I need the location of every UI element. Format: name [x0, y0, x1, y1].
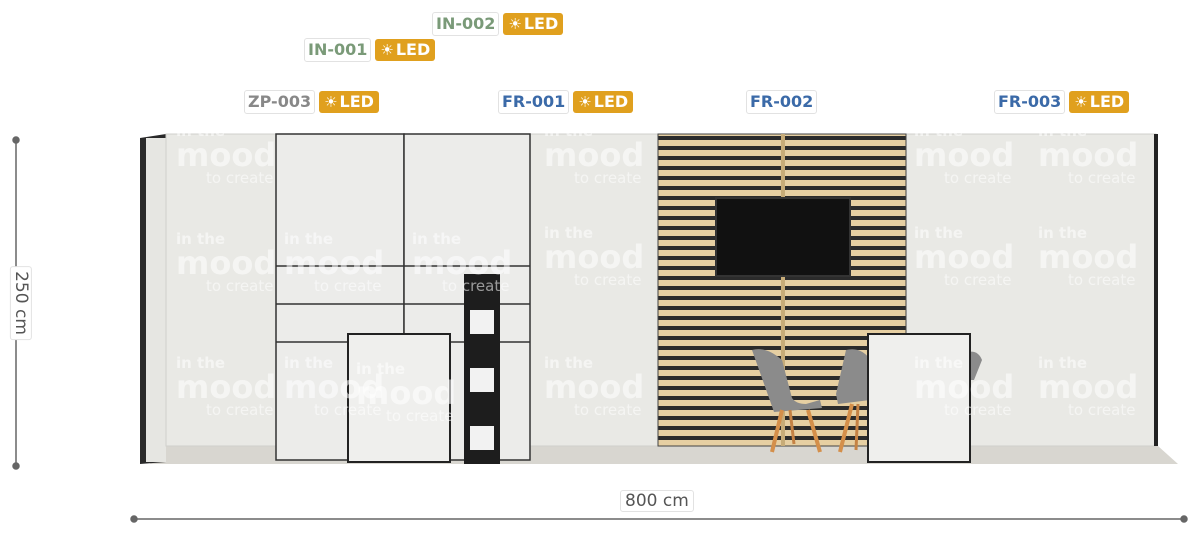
width-dimension-line [130, 515, 1188, 523]
right-edge [1154, 134, 1158, 446]
led-badge: ☀LED [375, 39, 436, 61]
sun-icon: ☀ [578, 93, 592, 111]
sun-icon: ☀ [380, 41, 394, 59]
tag-code: FR-003 [994, 90, 1066, 114]
led-badge: ☀LED [503, 13, 564, 35]
led-badge: ☀LED [319, 91, 379, 113]
counter-left [347, 333, 451, 463]
sun-icon: ☀ [1074, 93, 1088, 111]
chair [752, 349, 822, 453]
led-label: LED [523, 14, 559, 33]
brochure-rack [464, 274, 500, 464]
led-label: LED [339, 92, 374, 111]
sun-icon: ☀ [508, 15, 522, 33]
tag-code: IN-002 [432, 12, 500, 36]
led-label: LED [395, 40, 431, 59]
tag-fr-002: FR-002 [746, 90, 818, 114]
led-label: LED [1089, 92, 1125, 111]
tag-in-002: IN-002 ☀LED [432, 12, 564, 36]
tag-zp-003: ZP-003 ☀LED [244, 90, 379, 114]
width-label: 800 cm [620, 490, 694, 512]
tag-in-001: IN-001 ☀LED [304, 38, 436, 62]
led-label: LED [593, 92, 629, 111]
led-badge: ☀LED [573, 91, 634, 113]
led-badge: ☀LED [1069, 91, 1130, 113]
tag-code: IN-001 [304, 38, 372, 62]
sun-icon: ☀ [324, 93, 338, 111]
tag-code: FR-002 [746, 90, 818, 114]
counter-right [867, 333, 971, 463]
tag-fr-003: FR-003 ☀LED [994, 90, 1130, 114]
tag-fr-001: FR-001 ☀LED [498, 90, 634, 114]
left-inner-panel [146, 138, 166, 462]
tag-code: ZP-003 [244, 90, 316, 114]
tv-screen [715, 197, 851, 277]
tag-code: FR-001 [498, 90, 570, 114]
height-label: 250 cm [9, 266, 32, 340]
